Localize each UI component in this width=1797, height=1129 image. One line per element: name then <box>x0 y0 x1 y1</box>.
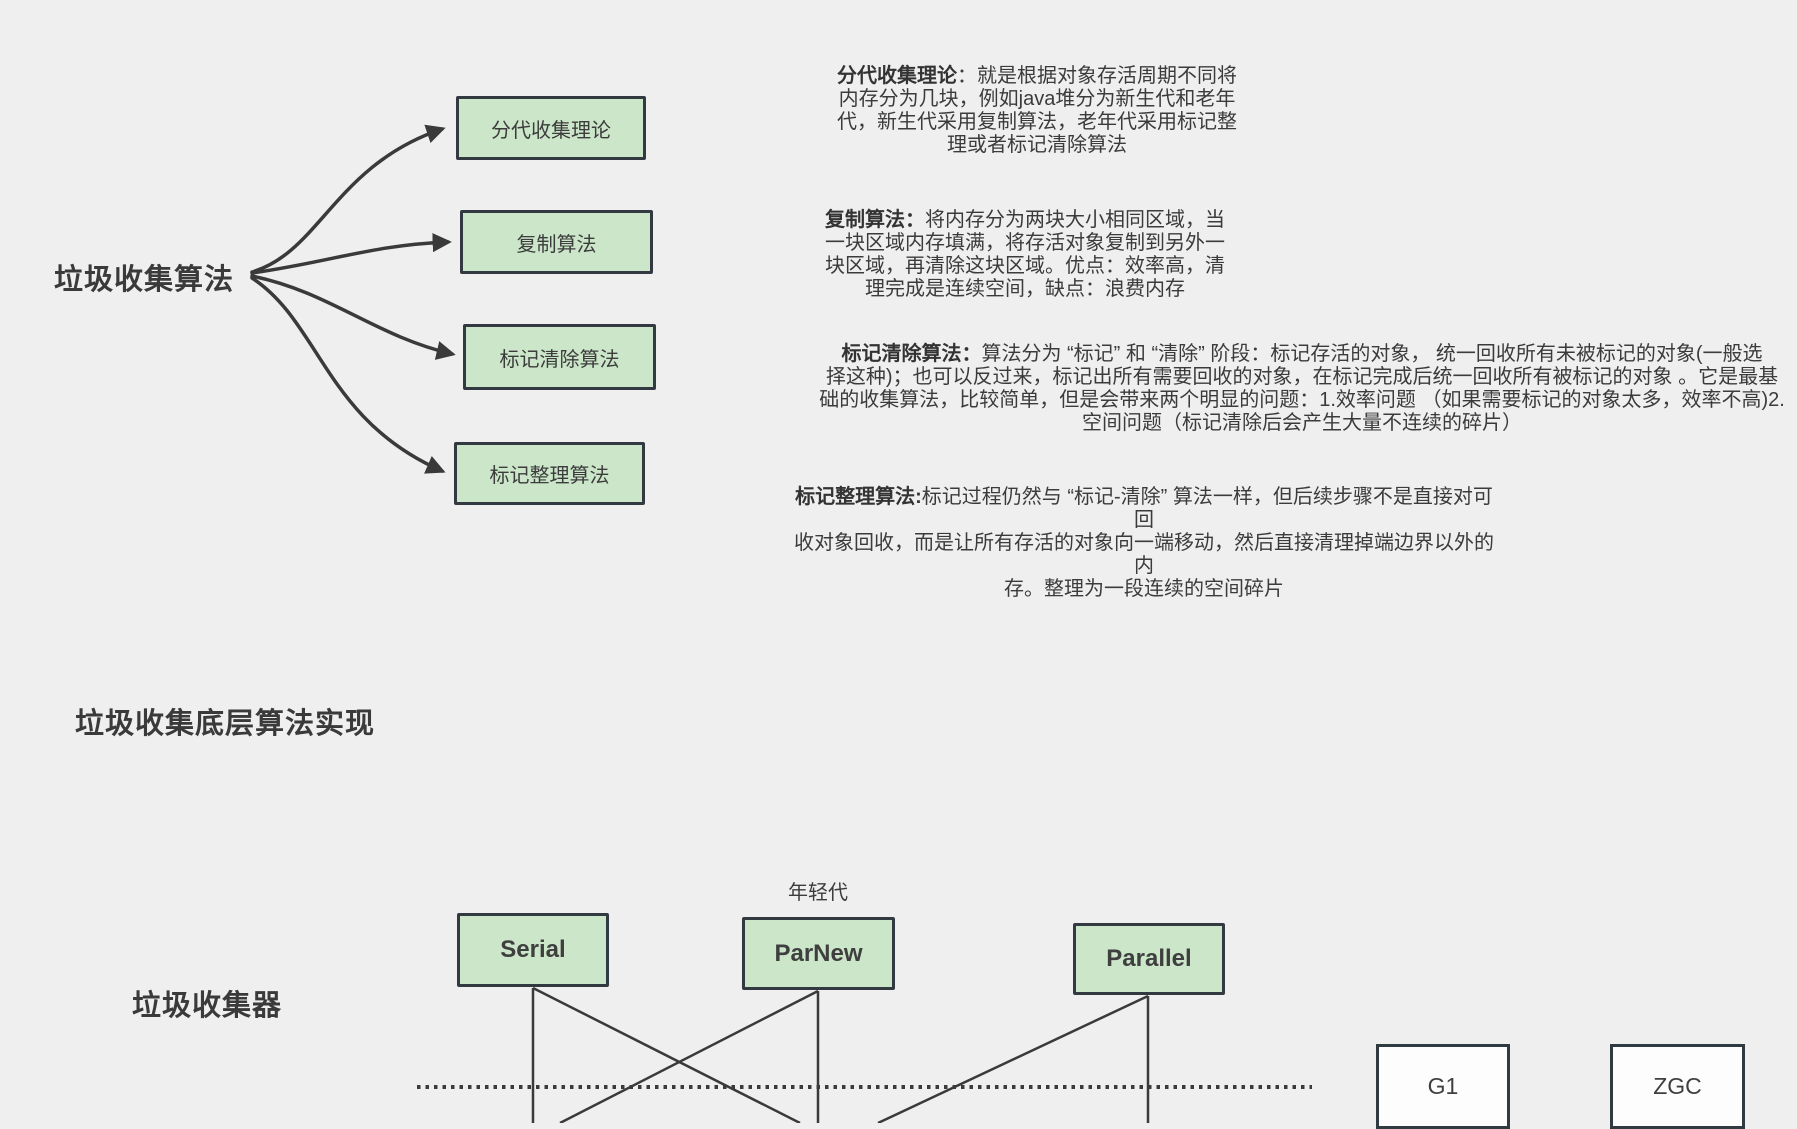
node-mark-compact: 标记整理算法 <box>454 442 645 505</box>
collector-g1-label: G1 <box>1427 1073 1459 1099</box>
desc-copy-algorithm: 复制算法：将内存分为两块大小相同区域，当 一块区域内存填满，将存活对象复制到另外… <box>795 186 1255 301</box>
collector-parallel: Parallel <box>1073 923 1225 995</box>
parallel-diagonal-line <box>877 994 1149 1123</box>
arrow-to-mark-compact <box>250 276 446 474</box>
desc-copy-algorithm-lead: 复制算法： <box>825 209 925 231</box>
node-generational-theory: 分代收集理论 <box>456 96 646 160</box>
serial-diagonal-line <box>532 986 801 1123</box>
node-mark-sweep-label: 标记清除算法 <box>499 348 620 371</box>
desc-generational-theory: 分代收集理论：就是根据对象存活周期不同将 内存分为几块，例如java堆分为新生代… <box>807 42 1267 157</box>
desc-generational-theory-lead: 分代收集理论 <box>837 65 957 87</box>
young-generation-label: 年轻代 <box>788 882 848 904</box>
desc-copy-algorithm-body: 将内存分为两块大小相同区域，当 一块区域内存填满，将存活对象复制到另外一 块区域… <box>825 209 1225 300</box>
gc-algorithms-root-label: 垃圾收集算法 <box>54 264 235 296</box>
collector-parallel-label: Parallel <box>1106 945 1192 972</box>
node-generational-theory-label: 分代收集理论 <box>491 119 611 142</box>
collector-g1: G1 <box>1376 1044 1510 1129</box>
parnew-diagonal-line <box>559 989 819 1123</box>
desc-mark-compact: 标记整理算法:标记过程仍然与 “标记-清除” 算法一样，但后续步骤不是直接对可回… <box>794 463 1494 601</box>
collector-zgc: ZGC <box>1610 1044 1745 1129</box>
collector-serial-label: Serial <box>500 936 566 963</box>
desc-mark-sweep-body: 算法分为 “标记” 和 “清除” 阶段：标记存活的对象， 统一回收所有未被标记的… <box>819 343 1785 434</box>
section-heading-low-level-implementation: 垃圾收集底层算法实现 <box>75 708 376 740</box>
desc-generational-theory-body: ：就是根据对象存活周期不同将 内存分为几块，例如java堆分为新生代和老年 代，… <box>837 65 1237 156</box>
collector-zgc-label: ZGC <box>1653 1073 1702 1099</box>
desc-mark-sweep: 标记清除算法：算法分为 “标记” 和 “清除” 阶段：标记存活的对象， 统一回收… <box>812 320 1792 435</box>
node-mark-compact-label: 标记整理算法 <box>489 465 610 487</box>
collector-serial: Serial <box>457 913 609 987</box>
arrow-to-generational-theory <box>250 124 446 274</box>
node-copy-algorithm: 复制算法 <box>460 210 653 274</box>
arrow-to-copy-algorithm <box>250 232 452 275</box>
collector-parnew: ParNew <box>742 917 895 990</box>
arrow-to-mark-sweep <box>250 274 456 360</box>
collector-parnew-label: ParNew <box>774 939 863 967</box>
desc-mark-compact-body: 标记过程仍然与 “标记-清除” 算法一样，但后续步骤不是直接对可回 收对象回收，… <box>794 486 1494 600</box>
node-mark-sweep: 标记清除算法 <box>463 324 656 390</box>
node-copy-algorithm-label: 复制算法 <box>516 233 597 256</box>
gc-collectors-heading: 垃圾收集器 <box>132 990 283 1022</box>
desc-mark-compact-lead: 标记整理算法: <box>795 486 922 508</box>
desc-mark-sweep-lead: 标记清除算法： <box>841 343 982 365</box>
